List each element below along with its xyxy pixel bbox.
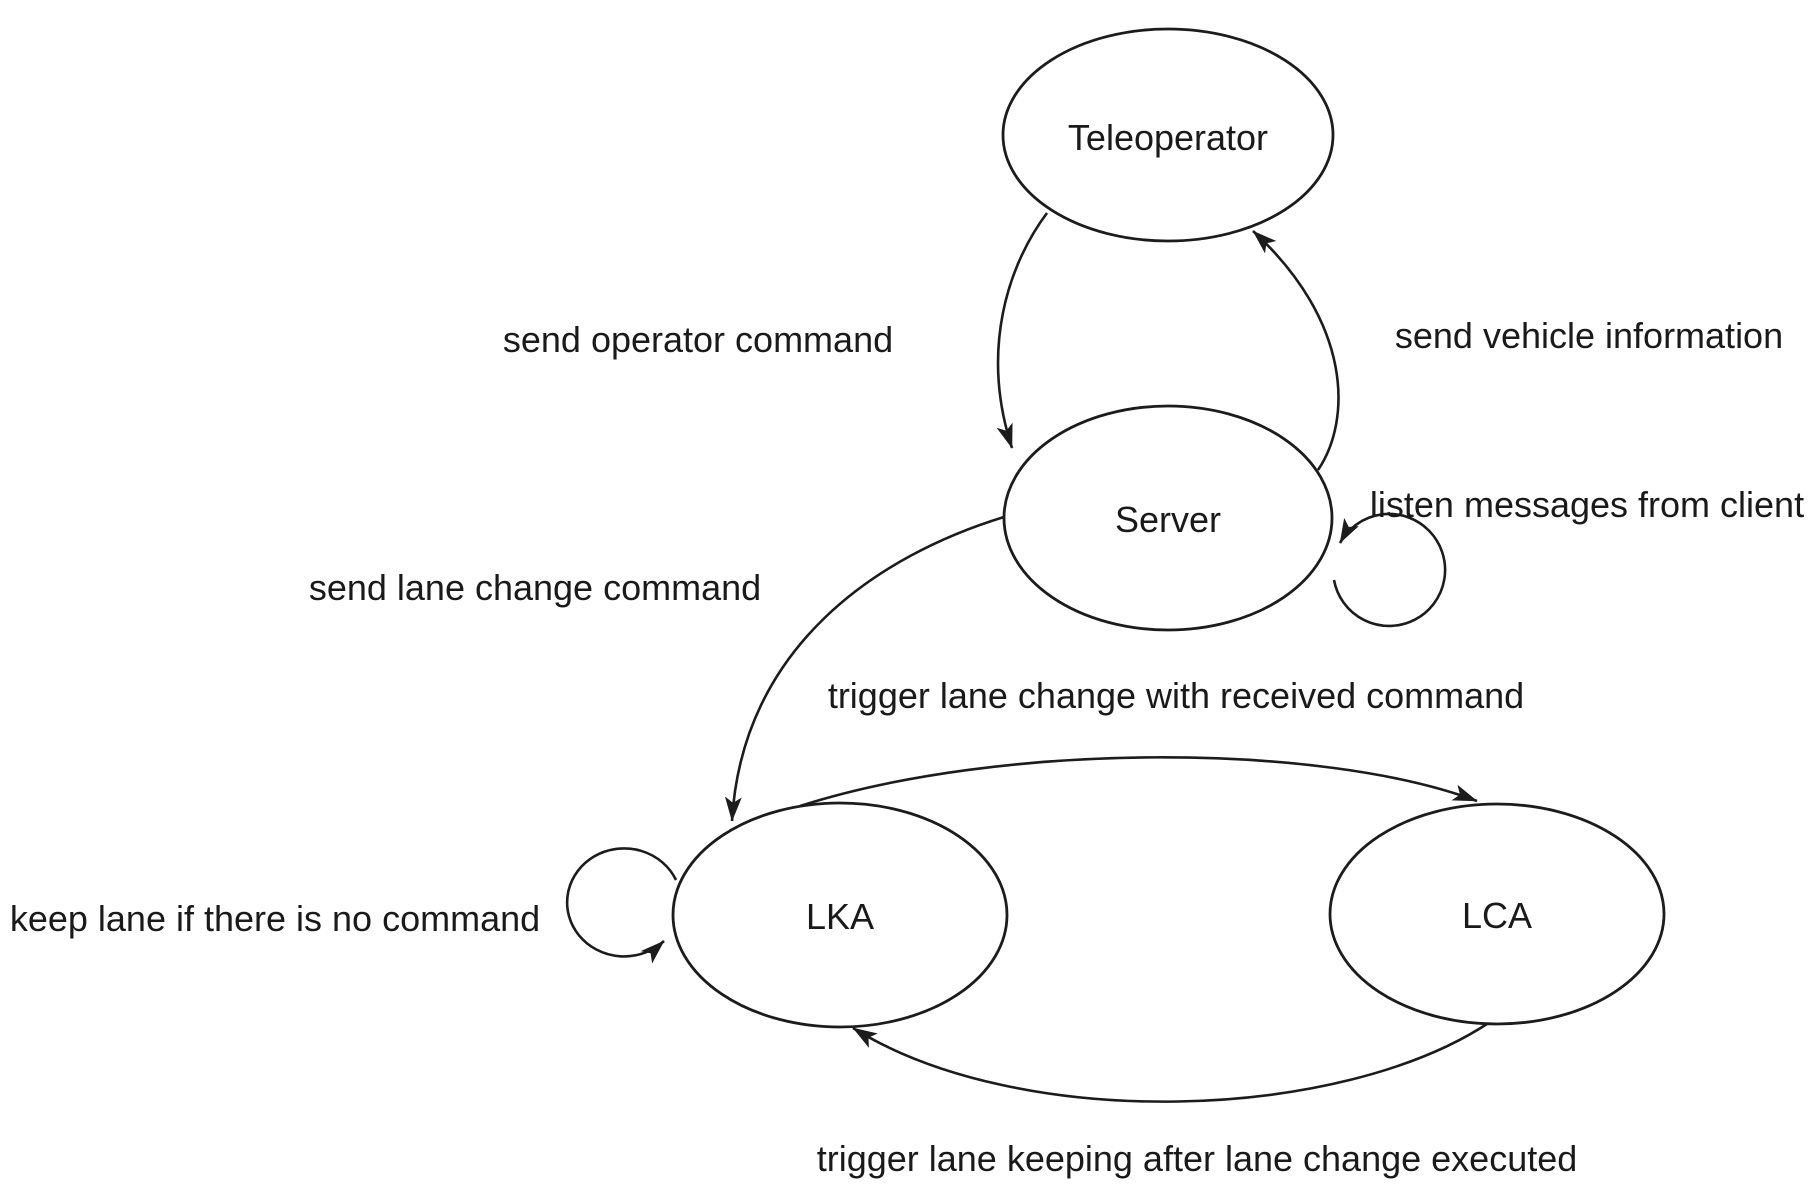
node-label-lca: LCA <box>1462 895 1532 936</box>
node-lka <box>671 801 1009 1029</box>
edge-label-keep-lane: keep lane if there is no command <box>10 898 540 939</box>
node-server <box>1002 404 1334 632</box>
node-lca <box>1328 802 1666 1026</box>
edge-listen-messages-self-loop <box>1332 512 1447 628</box>
edge-label-send-lane-change-command: send lane change command <box>309 567 761 608</box>
node-label-teleoperator: Teleoperator <box>1068 117 1268 158</box>
edge-send-lane-change-command <box>724 515 1005 822</box>
edge-label-trigger-lane-change: trigger lane change with received comman… <box>828 675 1524 716</box>
edge-label-trigger-lane-keeping: trigger lane keeping after lane change e… <box>817 1138 1578 1179</box>
edge-keep-lane-self-loop <box>565 847 678 964</box>
edge-send-vehicle-information <box>1252 230 1340 471</box>
edge-trigger-lane-change <box>799 756 1478 808</box>
node-teleoperator <box>1001 27 1335 243</box>
edge-label-send-operator-command: send operator command <box>503 319 893 360</box>
edge-label-send-vehicle-information: send vehicle information <box>1395 315 1783 356</box>
node-label-lka: LKA <box>806 896 874 937</box>
edge-send-operator-command <box>996 212 1049 449</box>
node-label-server: Server <box>1115 499 1221 540</box>
edge-trigger-lane-keeping <box>852 1020 1491 1103</box>
edge-label-listen-messages: listen messages from client <box>1370 484 1804 525</box>
